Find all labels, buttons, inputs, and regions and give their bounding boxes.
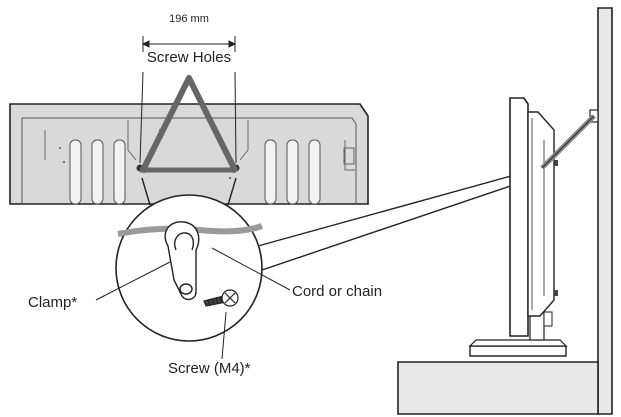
dimension-label: 196 mm	[169, 13, 209, 25]
screw-part	[203, 289, 239, 307]
dimension-marker	[141, 36, 237, 52]
cord-inverted-v	[139, 75, 239, 174]
display-stand-base	[469, 345, 567, 357]
cord-in-detail	[117, 223, 264, 237]
display-rear-inner-frame	[22, 117, 357, 204]
clamp-part	[164, 221, 200, 301]
side-view	[397, 7, 613, 415]
screw-leader-line	[221, 311, 227, 360]
cord-leader-line	[211, 247, 291, 291]
screw-holes-label: Screw Holes	[147, 49, 231, 66]
callout-wedge	[141, 177, 237, 206]
clamp-label: Clamp*	[28, 294, 77, 311]
connector-wedge	[257, 167, 541, 271]
floor	[397, 361, 599, 415]
cord-label: Cord or chain	[292, 283, 382, 300]
screw-label: Screw (M4)*	[168, 360, 251, 377]
wall	[597, 7, 613, 415]
display-side-profile	[509, 97, 529, 337]
display-vent-slots	[69, 139, 321, 205]
display-bracket-lines	[44, 120, 355, 171]
display-rear-view	[9, 103, 369, 205]
clamp-leader-line	[95, 261, 171, 301]
magnified-detail	[115, 177, 264, 342]
